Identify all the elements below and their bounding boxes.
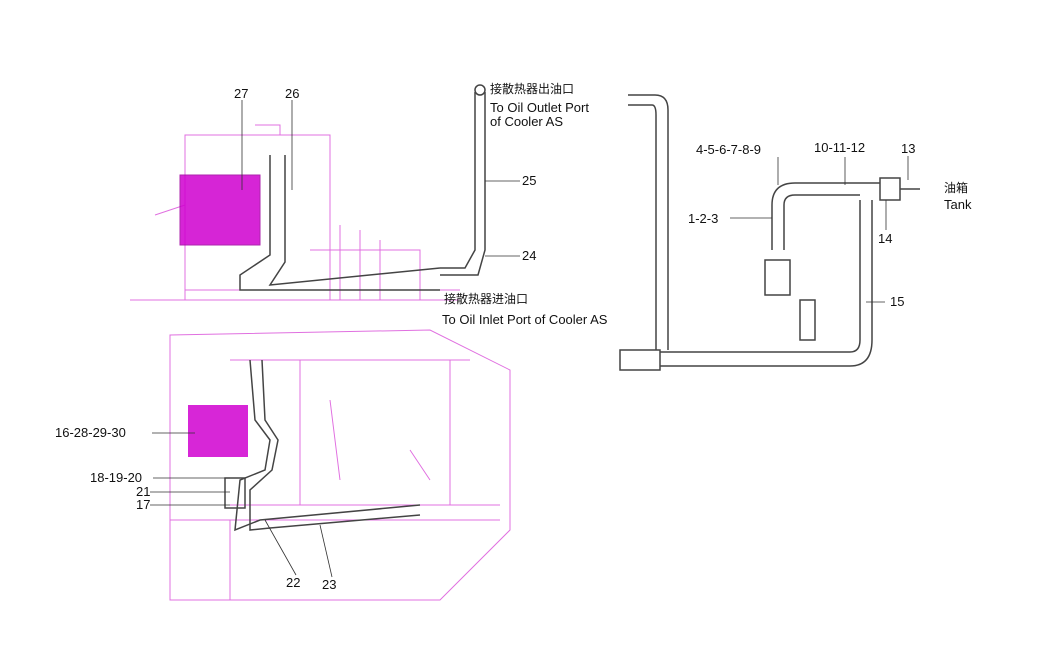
outlet-note-en-2: of Cooler AS: [490, 114, 563, 129]
callout-18-19-20: 18-19-20: [90, 470, 143, 485]
callout-13: 13: [901, 141, 916, 156]
callout-17: 17: [136, 497, 151, 512]
top-valve-block: [179, 174, 261, 246]
outlet-note-cn: 接散热器出油口: [490, 82, 575, 96]
tank-label-cn: 油箱: [944, 181, 969, 195]
callout-25: 25: [522, 173, 537, 188]
bottom-view-pipes: [224, 359, 421, 532]
tank-label-en: Tank: [944, 197, 972, 212]
bottom-leaders: [150, 432, 333, 578]
callout-24: 24: [522, 248, 537, 263]
callout-22: 22: [286, 575, 301, 590]
pipe-detail: [619, 94, 920, 371]
inlet-note-cn: 接散热器进油口: [444, 292, 529, 306]
callout-1-3: 1-2-3: [688, 211, 719, 226]
callout-15: 15: [890, 294, 905, 309]
bottom-valve-block: [188, 405, 248, 457]
leader-lines: [241, 100, 520, 257]
inlet-note-en: To Oil Inlet Port of Cooler AS: [442, 312, 608, 327]
bottom-view-frame: [169, 329, 511, 601]
callout-4-9: 4-5-6-7-8-9: [696, 142, 762, 157]
callout-21: 21: [136, 484, 151, 499]
callout-23: 23: [322, 577, 337, 592]
top-view-pipes: [239, 84, 486, 291]
callout-16-28-29-30: 16-28-29-30: [55, 425, 126, 440]
callout-14: 14: [878, 231, 893, 246]
outlet-note-en-1: To Oil Outlet Port: [490, 100, 589, 115]
detail-leaders: [730, 156, 909, 303]
callout-27: 27: [234, 86, 249, 101]
callout-26: 26: [285, 86, 300, 101]
callout-10-12: 10-11-12: [814, 140, 866, 155]
